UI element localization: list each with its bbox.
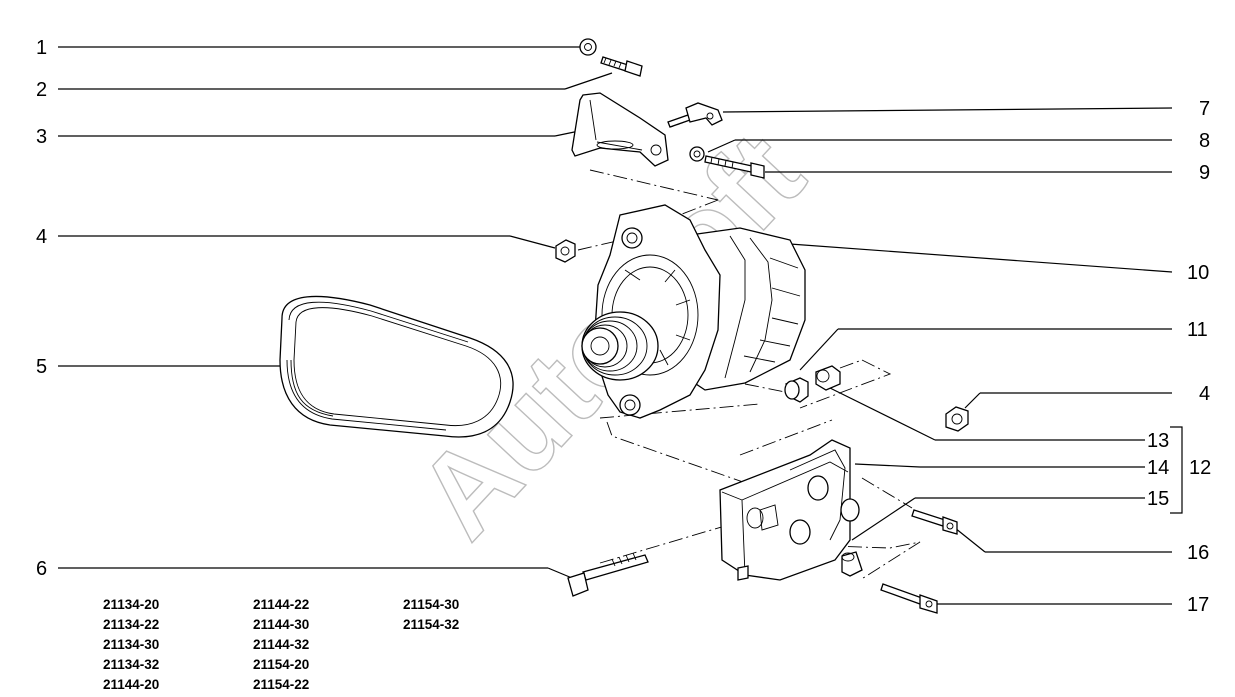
bolt-9	[704, 155, 765, 179]
bushing-13	[815, 365, 841, 391]
bolt-6	[567, 552, 649, 597]
model-code: 21134-30	[103, 637, 159, 652]
model-list: 21134-20 21134-22 21134-30 21134-32 2114…	[103, 597, 459, 692]
callout-11: 11	[1187, 319, 1208, 341]
callout-6: 6	[36, 558, 47, 580]
assembly-lines	[577, 119, 921, 581]
model-code: 21144-22	[253, 597, 309, 612]
bracket-3	[571, 92, 669, 167]
model-code: 21154-22	[253, 677, 309, 692]
nut-4-right	[945, 406, 969, 432]
bolt-clip-7	[667, 102, 723, 128]
callout-5: 5	[36, 356, 47, 378]
sleeve-11	[784, 377, 809, 403]
model-code: 21154-30	[403, 597, 459, 612]
callout-14: 14	[1147, 457, 1169, 479]
washer-8	[689, 146, 705, 162]
callout-8: 8	[1199, 130, 1210, 152]
callout-4: 4	[36, 226, 47, 248]
callout-15: 15	[1147, 488, 1169, 510]
callout-16: 16	[1187, 542, 1209, 564]
callout-13: 13	[1147, 430, 1169, 452]
callout-9: 9	[1199, 162, 1210, 184]
alternator-10	[581, 204, 806, 419]
bolt-17	[880, 583, 938, 614]
model-code: 21144-30	[253, 617, 309, 632]
model-code: 21144-20	[103, 677, 159, 692]
callout-12: 12	[1189, 457, 1211, 479]
model-code: 21144-32	[253, 637, 309, 652]
callout-1: 1	[36, 37, 47, 59]
callout-7: 7	[1199, 98, 1210, 120]
mounting-bracket-12	[719, 439, 860, 581]
model-code: 21134-32	[103, 657, 159, 672]
nut-4-left	[555, 239, 576, 263]
washer-1	[579, 38, 597, 56]
model-code: 21154-20	[253, 657, 309, 672]
callout-numbers: 1 2 3 4 5 6 7 8 9 10 11 4 13 14 15 12 16…	[36, 37, 1211, 616]
bolt-2	[600, 56, 643, 77]
bolt-16	[911, 509, 958, 535]
model-code: 21134-22	[103, 617, 159, 632]
callout-10: 10	[1187, 262, 1209, 284]
model-code: 21134-20	[103, 597, 159, 612]
leader-lines	[58, 46, 1183, 605]
callout-3: 3	[36, 126, 47, 148]
callout-4b: 4	[1199, 383, 1210, 405]
callout-2: 2	[36, 79, 47, 101]
drive-belt-5	[279, 295, 514, 438]
sleeve-15	[841, 551, 863, 577]
callout-17: 17	[1187, 594, 1209, 616]
model-code: 21154-32	[403, 617, 459, 632]
